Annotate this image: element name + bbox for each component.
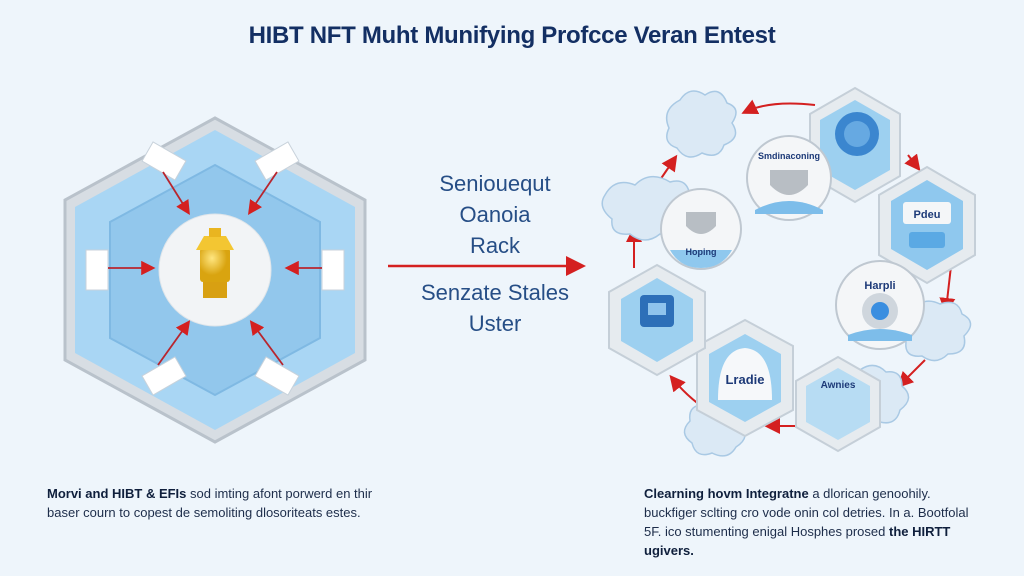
circle-node-top: Smdinaconing [746, 135, 832, 221]
mid-line: Uster [468, 311, 522, 336]
circle-node-right: Harpli [835, 260, 925, 350]
mid-line: Oanoia [459, 202, 531, 227]
node-label: Awnies [821, 380, 856, 391]
left-caption: Morvi and HIBT & EFIs sod imting afont p… [47, 484, 377, 522]
right-caption: Clearning hovm Integratne a dlorican gen… [644, 484, 974, 560]
shield-icon [686, 212, 716, 234]
mid-line: Seniouequt [439, 171, 551, 196]
lock-icon [871, 302, 889, 320]
node-label: Pdeu [914, 209, 941, 221]
node-label: Lradie [725, 372, 764, 387]
hex-node-gear [809, 86, 901, 204]
left-caption-text: sod imting afont porwerd en thir baser c… [47, 486, 373, 520]
left-caption-bold: Morvi and HIBT & EFIs [47, 486, 187, 501]
mid-line: Senzate Stales [421, 280, 569, 305]
diagram-title: HIBT NFT Muht Munifying Profcce Veran En… [248, 22, 776, 49]
node-label: Harpli [864, 280, 895, 292]
circle-node-left: Hoping [660, 188, 742, 270]
transition-text: Seniouequt Oanoia Rack Senzate Stales Us… [400, 168, 590, 339]
hex-node-awnies: Awnies [795, 355, 881, 453]
right-caption-bold: Clearning hovm Integratne [644, 486, 809, 501]
node-label: Hoping [686, 247, 717, 257]
hex-node-pdeu: Pdeu [878, 165, 976, 285]
cloud-icon [665, 90, 737, 158]
input-cards [85, 141, 345, 396]
hex-node-lradie: Lradie [696, 318, 794, 438]
right-caption-bold-end: the HIRTT ugivers. [644, 524, 951, 558]
left-hexagon [63, 116, 367, 444]
inward-arrows [108, 171, 322, 366]
main-arrow-head [566, 256, 586, 276]
right-caption-text: a dlorican genoohily. buckfiger sclting … [644, 486, 969, 539]
hex-node-cube [608, 263, 706, 377]
mid-line: Rack [469, 233, 521, 258]
node-label: Smdinaconing [758, 151, 820, 161]
gold-token-icon [196, 228, 234, 298]
